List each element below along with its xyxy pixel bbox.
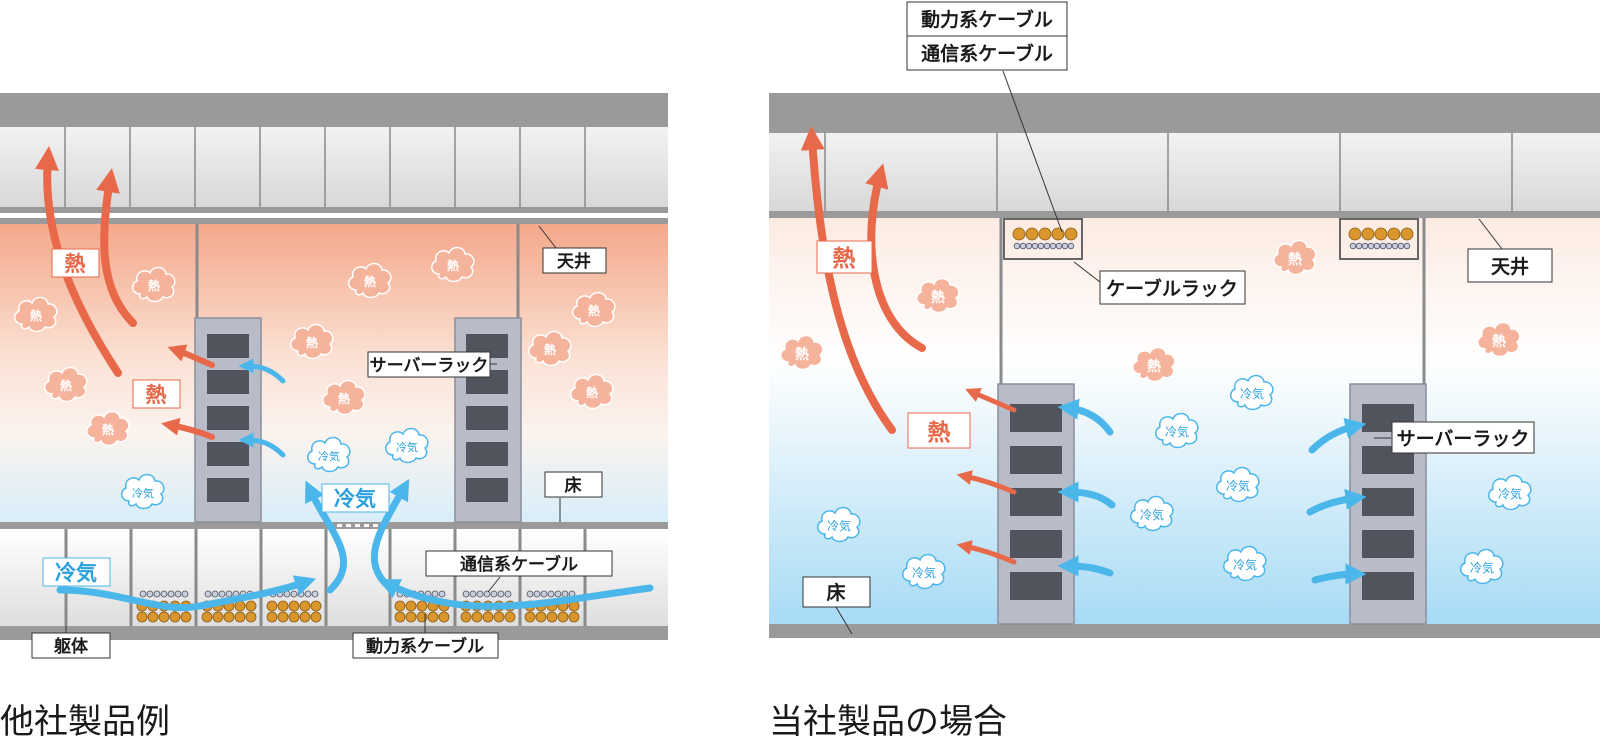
left-label-floor: 床 (544, 471, 603, 498)
svg-text:熱: 熱 (60, 378, 72, 393)
svg-text:熱: 熱 (931, 289, 945, 306)
svg-text:冷気: 冷気 (827, 518, 851, 533)
right-caption: 当社製品の場合 (769, 702, 1007, 742)
svg-text:熱: 熱 (544, 342, 556, 357)
svg-text:冷気: 冷気 (132, 486, 154, 500)
svg-text:ケーブルラック: ケーブルラック (1106, 277, 1238, 300)
left-top-slab (0, 93, 668, 127)
svg-text:熱: 熱 (338, 391, 350, 406)
svg-text:冷気: 冷気 (1240, 386, 1264, 401)
right-label-comm-cable: 通信系ケーブル (906, 35, 1068, 71)
left-ceiling (0, 207, 668, 213)
right-label-ceiling: 天井 (1467, 248, 1553, 283)
svg-text:熱: 熱 (928, 420, 951, 446)
svg-text:熱: 熱 (102, 422, 114, 437)
right-cable-rack-1 (1003, 218, 1083, 260)
left-label-cold-1: 冷気 (42, 557, 111, 587)
svg-text:通信系ケーブル: 通信系ケーブル (921, 42, 1053, 65)
right-label-heat-1: 熱 (816, 240, 873, 274)
svg-text:熱: 熱 (148, 278, 160, 293)
svg-text:熱: 熱 (30, 308, 42, 323)
svg-text:熱: 熱 (1288, 251, 1302, 268)
right-cable-rack-2 (1339, 218, 1419, 260)
svg-text:冷気: 冷気 (1226, 478, 1250, 493)
svg-text:熱: 熱 (1147, 358, 1161, 375)
svg-text:熱: 熱 (833, 246, 856, 272)
svg-text:熱: 熱 (447, 258, 459, 273)
left-ceiling-plenum (0, 127, 668, 207)
svg-text:動力系ケーブル: 動力系ケーブル (921, 8, 1053, 31)
left-server-rack-2 (454, 317, 522, 523)
left-structure-slab (0, 626, 668, 640)
svg-text:冷気: 冷気 (334, 487, 376, 511)
left-panel: 天井 床 サーバーラック 通信系ケーブル 動力系ケーブル 躯体 熱 熱 (0, 93, 668, 659)
left-label-structure: 躯体 (31, 632, 111, 659)
right-ceiling (769, 211, 1600, 218)
svg-text:サーバーラック: サーバーラック (1397, 428, 1530, 450)
svg-text:冷気: 冷気 (912, 565, 936, 580)
svg-text:冷気: 冷気 (1498, 486, 1522, 501)
right-ceiling-plenum (769, 133, 1600, 211)
right-top-slab (769, 93, 1600, 133)
left-label-power-cable: 動力系ケーブル (352, 632, 499, 659)
svg-text:冷気: 冷気 (55, 561, 97, 585)
svg-text:熱: 熱 (65, 252, 86, 276)
svg-text:天井: 天井 (557, 251, 591, 272)
left-underfloor (0, 529, 668, 626)
svg-text:床: 床 (565, 475, 583, 496)
right-heat-arrows (800, 126, 1017, 565)
svg-text:熱: 熱 (588, 303, 600, 318)
svg-text:熱: 熱 (306, 335, 318, 350)
left-label-heat-1: 熱 (51, 248, 100, 278)
svg-text:冷気: 冷気 (318, 449, 340, 463)
right-cold-arrows (1057, 398, 1367, 585)
left-caption: 他社製品例 (0, 702, 170, 742)
left-server-rack-1 (194, 317, 262, 523)
svg-text:冷気: 冷気 (1470, 560, 1494, 575)
right-panel: 動力系ケーブル 通信系ケーブル ケーブルラック 天井 サーバーラック 床 熱 (769, 1, 1600, 638)
left-raised-floor (0, 522, 668, 529)
svg-text:通信系ケーブル: 通信系ケーブル (460, 554, 578, 575)
left-label-comm-cable: 通信系ケーブル (425, 550, 613, 577)
svg-text:動力系ケーブル: 動力系ケーブル (366, 636, 484, 657)
left-label-server-rack: サーバーラック (367, 351, 491, 378)
svg-text:熱: 熱 (1492, 333, 1506, 350)
right-label-power-cable: 動力系ケーブル (906, 1, 1068, 37)
left-label-cold-2: 冷気 (321, 483, 390, 513)
right-label-heat-2: 熱 (907, 412, 971, 449)
svg-text:サーバーラック: サーバーラック (370, 356, 489, 376)
svg-text:熱: 熱 (795, 346, 809, 363)
right-floor (769, 624, 1600, 638)
right-server-rack-2 (1349, 383, 1427, 625)
svg-text:冷気: 冷気 (396, 440, 418, 454)
svg-text:躯体: 躯体 (53, 636, 89, 657)
svg-text:熱: 熱 (586, 385, 598, 400)
svg-text:熱: 熱 (146, 383, 167, 407)
right-server-rack-1 (997, 383, 1075, 625)
right-label-cable-rack: ケーブルラック (1099, 270, 1246, 305)
left-cold-arrows (56, 358, 654, 612)
svg-text:天井: 天井 (1491, 256, 1529, 278)
right-label-server-rack: サーバーラック (1391, 421, 1535, 454)
left-label-ceiling: 天井 (542, 247, 607, 274)
left-label-heat-2: 熱 (132, 379, 181, 409)
svg-text:熱: 熱 (364, 274, 376, 289)
svg-text:冷気: 冷気 (1165, 424, 1189, 439)
svg-text:冷気: 冷気 (1140, 507, 1164, 522)
svg-text:冷気: 冷気 (1233, 557, 1257, 572)
right-label-floor: 床 (802, 576, 871, 608)
svg-text:床: 床 (826, 581, 845, 604)
